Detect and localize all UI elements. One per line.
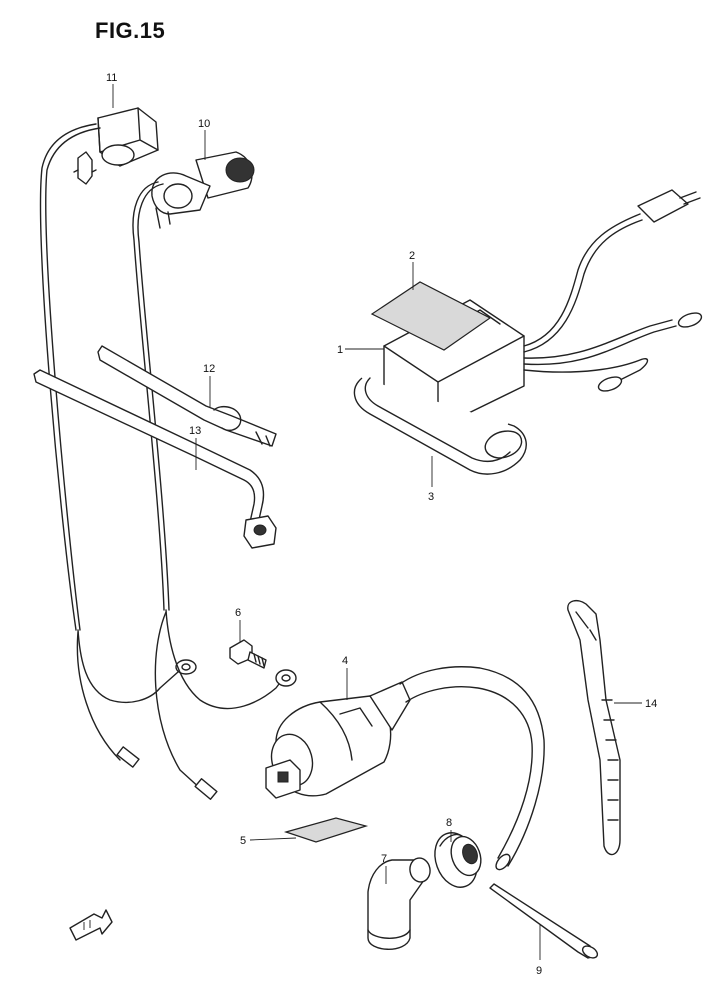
- callout-8: 8: [446, 817, 452, 829]
- callout-5: 5: [240, 835, 246, 847]
- callout-14: 14: [645, 698, 657, 710]
- part-6-bolt: [229, 639, 267, 669]
- callout-4: 4: [342, 655, 348, 667]
- figure-title: FIG.15: [95, 18, 166, 43]
- part-10-switch: [132, 151, 297, 800]
- part-3-rubber-band: [353, 377, 527, 475]
- part-9-cable-tie: [489, 883, 599, 959]
- part-14-clamp: [567, 599, 621, 856]
- callout-12: 12: [203, 363, 215, 375]
- callout-7: 7: [381, 853, 387, 865]
- callout-1: 1: [337, 344, 343, 356]
- callout-11: 11: [106, 72, 117, 84]
- part-13-wire: [33, 369, 277, 549]
- callout-3: 3: [428, 491, 434, 503]
- callout-10: 10: [198, 118, 210, 130]
- part-11-switch: [39, 107, 197, 768]
- leader-lines: [112, 84, 642, 960]
- part-8-cap: [434, 832, 482, 888]
- part-4-ignition-coil: [265, 666, 545, 871]
- callout-6: 6: [235, 607, 241, 619]
- callout-labels: 1 2 3 4 5 6 7 8 9 10 11 12 13 14: [106, 72, 657, 977]
- part-7-plug-cap: [367, 857, 431, 950]
- part-12-clamp: [97, 345, 277, 447]
- callout-2: 2: [409, 250, 415, 262]
- callout-9: 9: [536, 965, 542, 977]
- part-2-pad: [370, 281, 492, 351]
- callout-13: 13: [189, 425, 201, 437]
- front-arrow-icon: [69, 909, 113, 941]
- part-5-pad: [283, 817, 369, 843]
